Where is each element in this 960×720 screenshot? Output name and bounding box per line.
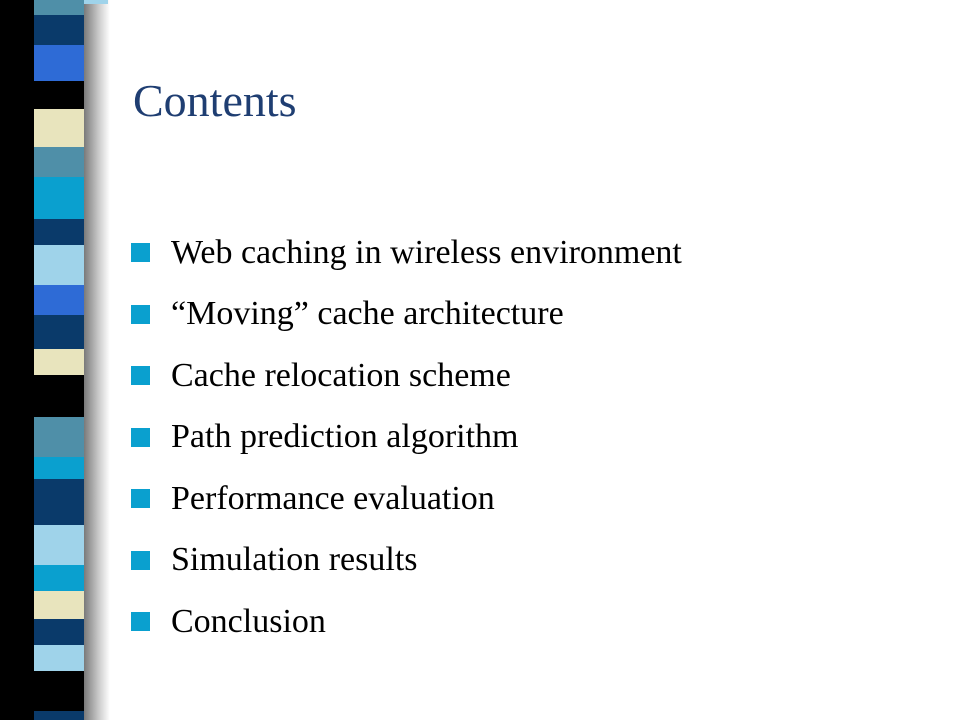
decorative-stripe (0, 0, 110, 720)
stripe-black-band (0, 0, 34, 720)
stripe-block (34, 591, 84, 619)
stripe-block (34, 147, 84, 177)
stripe-block (34, 349, 84, 375)
bullet-item: “Moving” cache architecture (131, 284, 682, 346)
stripe-block (34, 479, 84, 525)
bullet-item: Performance evaluation (131, 468, 682, 530)
bullet-item: Cache relocation scheme (131, 345, 682, 407)
stripe-block (14, 81, 84, 109)
stripe-block (34, 15, 84, 45)
stripe-block (34, 109, 84, 147)
stripe-block (34, 457, 84, 479)
bullet-square-icon (131, 489, 150, 509)
bullet-text: Cache relocation scheme (171, 356, 511, 394)
slide-title: Contents (133, 75, 297, 126)
bullet-item: Simulation results (131, 530, 682, 592)
bullet-text: Web caching in wireless environment (171, 233, 682, 271)
bullet-text: Performance evaluation (171, 479, 495, 517)
stripe-block (34, 245, 84, 285)
bullet-square-icon (131, 304, 150, 324)
stripe-block (34, 619, 84, 645)
stripe-block (34, 219, 84, 245)
bullet-text: Path prediction algorithm (171, 418, 519, 456)
bullet-item: Conclusion (131, 591, 682, 653)
stripe-block (34, 285, 84, 315)
bullet-square-icon (131, 612, 150, 632)
bullet-text: Simulation results (171, 541, 418, 579)
bullet-text: “Moving” cache architecture (171, 295, 564, 333)
stripe-block (14, 671, 84, 711)
stripe-block (34, 565, 84, 591)
bullet-text: Conclusion (171, 602, 326, 640)
bullet-square-icon (131, 243, 150, 263)
stripe-block (34, 417, 84, 457)
stripe-block (34, 0, 84, 15)
stripe-block (34, 177, 84, 219)
stripe-block (34, 525, 84, 565)
stripe-block (34, 711, 84, 720)
stripe-top-tick (84, 0, 108, 4)
stripe-shadow (84, 0, 110, 720)
stripe-block (34, 45, 84, 81)
bullet-list: Web caching in wireless environment “Mov… (131, 222, 682, 653)
bullet-item: Web caching in wireless environment (131, 222, 682, 284)
bullet-item: Path prediction algorithm (131, 407, 682, 469)
bullet-square-icon (131, 427, 150, 447)
bullet-square-icon (131, 366, 150, 386)
stripe-block (14, 375, 84, 417)
stripe-block (34, 315, 84, 349)
stripe-block (34, 645, 84, 671)
bullet-square-icon (131, 550, 150, 570)
